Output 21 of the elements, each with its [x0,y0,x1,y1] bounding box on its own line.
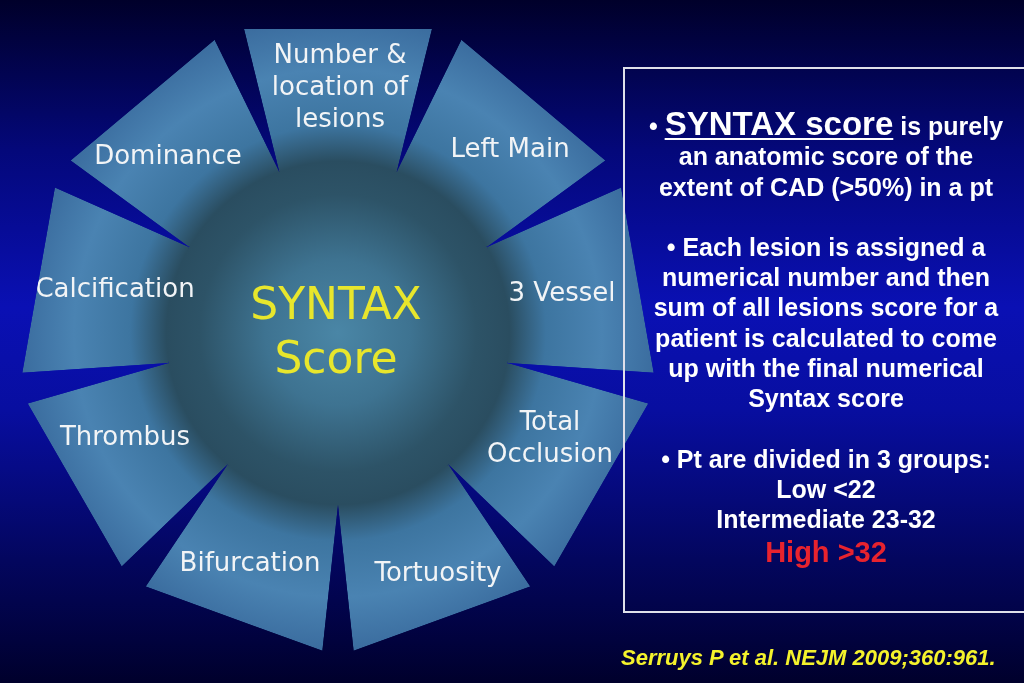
segment-label: Dominance [94,139,242,171]
citation: Serruys P et al. NEJM 2009;360:961. [621,644,996,672]
segment-label: Number & location of lesions [270,38,410,134]
bullet-point: • SYNTAX score is purely an anatomic score of the extent of CAD (>50%) in a pt [647,109,1005,202]
score-range: Low <22 [775,473,877,505]
text-panel [623,67,1024,613]
segment-label: Bifurcation [179,546,321,578]
score-range: Intermediate 23-32 [715,504,937,535]
segment-label: Thrombus [59,420,191,452]
ring-segment [486,187,654,373]
segment-label: Total Occlusion [486,405,614,469]
segment-label: Left Main [450,132,570,164]
segment-label: Tortuosity [374,556,502,588]
bullet-point: • Pt are divided in 3 groups: [660,443,992,474]
ring-segment [145,464,338,651]
center-title: SYNTAX Score [249,277,423,385]
bullet-point: • Each lesion is assigned a numerical number and then sum of all lesions score for a patient is calculated to come up with the final numerical Syntax score [652,231,1000,414]
segment-label: 3 Vessel [508,276,616,308]
score-range: High >32 [764,534,888,569]
segment-label: Calcification [35,272,195,304]
ring-segment [338,464,531,651]
